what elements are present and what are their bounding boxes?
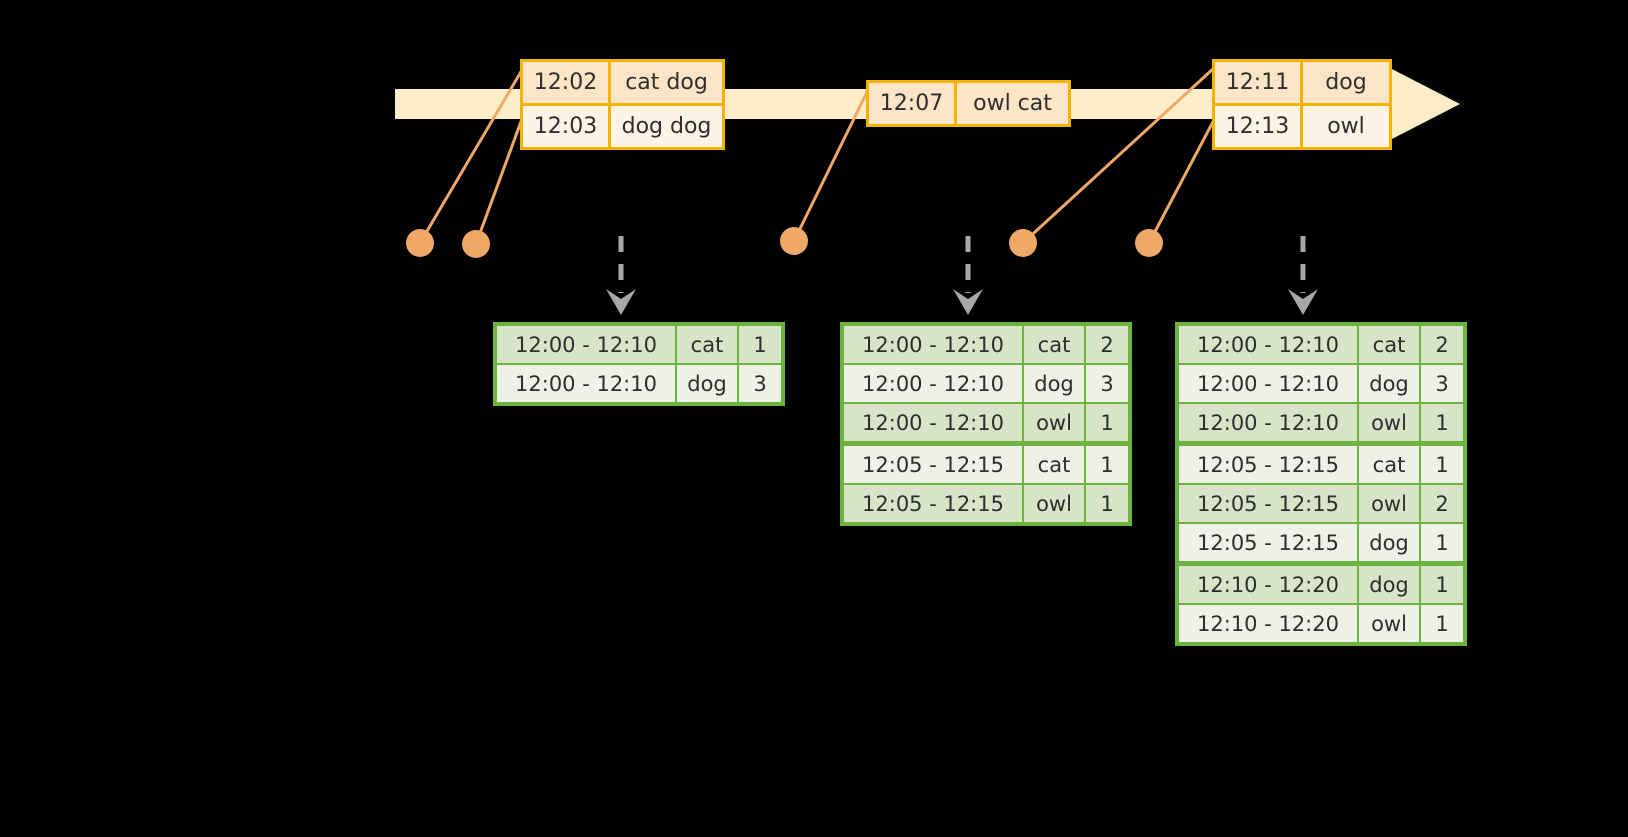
- aggregation-key: cat: [1024, 446, 1084, 483]
- aggregation-count: 1: [1086, 485, 1128, 522]
- aggregation-window: 12:00 - 12:10: [497, 326, 675, 363]
- aggregation-count: 1: [1421, 404, 1463, 441]
- aggregation-count: 1: [1086, 446, 1128, 483]
- connector-dot-1207: [780, 227, 808, 255]
- dashed-arrow-stage-3-head: [1288, 289, 1318, 315]
- aggregation-window: 12:05 - 12:15: [1179, 446, 1357, 483]
- aggregation-window: 12:05 - 12:15: [844, 485, 1022, 522]
- aggregation-key: dog: [1359, 524, 1419, 561]
- event-time: 12:13: [1215, 106, 1303, 147]
- event-time: 12:03: [523, 106, 611, 147]
- event-payload: cat dog: [611, 62, 722, 103]
- event-payload: owl: [1303, 106, 1389, 147]
- aggregation-window: 12:05 - 12:15: [844, 446, 1022, 483]
- connector-dot-1203: [462, 230, 490, 258]
- aggregation-window: 12:00 - 12:10: [1179, 365, 1357, 402]
- dashed-arrows: [606, 236, 1318, 315]
- aggregation-key: dog: [677, 365, 737, 402]
- aggregation-key: owl: [1359, 485, 1419, 522]
- aggregation-count: 1: [1421, 605, 1463, 642]
- aggregation-window: 12:00 - 12:10: [1179, 326, 1357, 363]
- aggregation-key: owl: [1359, 404, 1419, 441]
- dashed-arrow-stage-1-head: [606, 289, 636, 315]
- connector-line: [418, 69, 524, 244]
- connector-line: [1147, 117, 1217, 244]
- aggregation-count: 2: [1086, 326, 1128, 363]
- aggregation-count: 2: [1421, 485, 1463, 522]
- aggregation-key: dog: [1359, 365, 1419, 402]
- aggregation-key: owl: [1024, 404, 1084, 441]
- aggregation-count: 1: [1421, 524, 1463, 561]
- aggregation-key: dog: [1359, 566, 1419, 603]
- aggregation-count: 1: [1421, 566, 1463, 603]
- event-payload: owl cat: [957, 83, 1068, 124]
- aggregation-window: 12:00 - 12:10: [844, 365, 1022, 402]
- connector-line: [792, 87, 871, 242]
- event-payload: dog: [1303, 62, 1389, 103]
- aggregation-count: 1: [739, 326, 781, 363]
- aggregation-window: 12:00 - 12:10: [844, 404, 1022, 441]
- aggregation-window: 12:10 - 12:20: [1179, 605, 1357, 642]
- aggregation-count: 3: [739, 365, 781, 402]
- aggregation-key: dog: [1024, 365, 1084, 402]
- aggregation-key: owl: [1024, 485, 1084, 522]
- aggregation-count: 2: [1421, 326, 1463, 363]
- event-time: 12:02: [523, 62, 611, 103]
- aggregation-window: 12:10 - 12:20: [1179, 566, 1357, 603]
- connector-dot-1213: [1135, 229, 1163, 257]
- aggregation-key: owl: [1359, 605, 1419, 642]
- dashed-arrow-stage-2-head: [953, 289, 983, 315]
- aggregation-key: cat: [1359, 326, 1419, 363]
- aggregation-window: 12:00 - 12:10: [844, 326, 1022, 363]
- aggregation-key: cat: [677, 326, 737, 363]
- aggregation-key: cat: [1359, 446, 1419, 483]
- aggregation-window: 12:05 - 12:15: [1179, 485, 1357, 522]
- connector-dots: [406, 227, 1163, 258]
- connector-dot-1211: [1009, 229, 1037, 257]
- event-time: 12:07: [869, 83, 957, 124]
- aggregation-count: 1: [1421, 446, 1463, 483]
- aggregation-window: 12:05 - 12:15: [1179, 524, 1357, 561]
- aggregation-window: 12:00 - 12:10: [1179, 404, 1357, 441]
- event-payload: dog dog: [611, 106, 722, 147]
- aggregation-key: cat: [1024, 326, 1084, 363]
- aggregation-count: 3: [1086, 365, 1128, 402]
- aggregation-count: 3: [1421, 365, 1463, 402]
- event-time: 12:11: [1215, 62, 1303, 103]
- connector-line: [474, 118, 524, 245]
- aggregation-count: 1: [1086, 404, 1128, 441]
- connector-dot-1202: [406, 229, 434, 257]
- aggregation-window: 12:00 - 12:10: [497, 365, 675, 402]
